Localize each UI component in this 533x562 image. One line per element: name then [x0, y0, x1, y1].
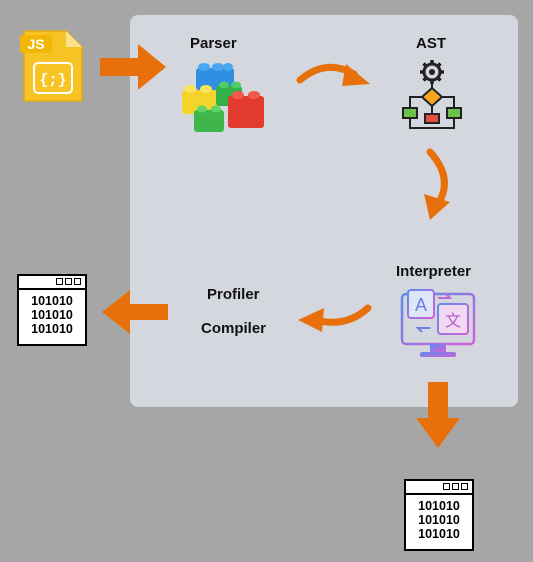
arrow-interpreter-to-binary [416, 382, 460, 448]
profiler-label: Profiler [207, 286, 260, 303]
arrow-js-to-parser [100, 44, 166, 90]
arrow-ast-to-interpreter [424, 148, 450, 220]
svg-text:A: A [415, 295, 427, 315]
binary-window-icon: 101010 101010 101010 [404, 479, 474, 551]
svg-text:文: 文 [445, 311, 461, 330]
flowchart-gear-icon [402, 60, 462, 129]
binary-window-icon: 101010 101010 101010 [17, 274, 87, 346]
binary-line: 101010 [418, 527, 460, 541]
arrow-parser-to-ast [296, 63, 370, 86]
binary-line: 101010 [418, 513, 460, 527]
js-file-icon: JS {;} [20, 30, 83, 102]
compiler-label: Compiler [201, 320, 267, 337]
parser-label: Parser [190, 35, 237, 52]
js-glyph-text: {;} [39, 72, 66, 89]
interpreter-label: Interpreter [396, 263, 472, 280]
arrow-compiler-to-binary [102, 290, 168, 334]
binary-line: 101010 [31, 322, 73, 336]
binary-lines: 101010 101010 101010 [406, 499, 472, 541]
arrow-interpreter-to-profiler [298, 304, 372, 332]
binary-line: 101010 [31, 308, 73, 322]
window-titlebar [406, 481, 472, 495]
window-controls [56, 278, 81, 285]
window-controls [443, 483, 468, 490]
binary-lines: 101010 101010 101010 [19, 294, 85, 336]
lego-blocks-icon [182, 63, 264, 132]
window-titlebar [19, 276, 85, 290]
binary-line: 101010 [31, 294, 73, 308]
ast-label: AST [416, 35, 446, 52]
js-badge-text: JS [27, 36, 44, 52]
pipeline-panel [130, 15, 518, 407]
translate-monitor-icon: A 文 [400, 289, 476, 357]
binary-line: 101010 [418, 499, 460, 513]
